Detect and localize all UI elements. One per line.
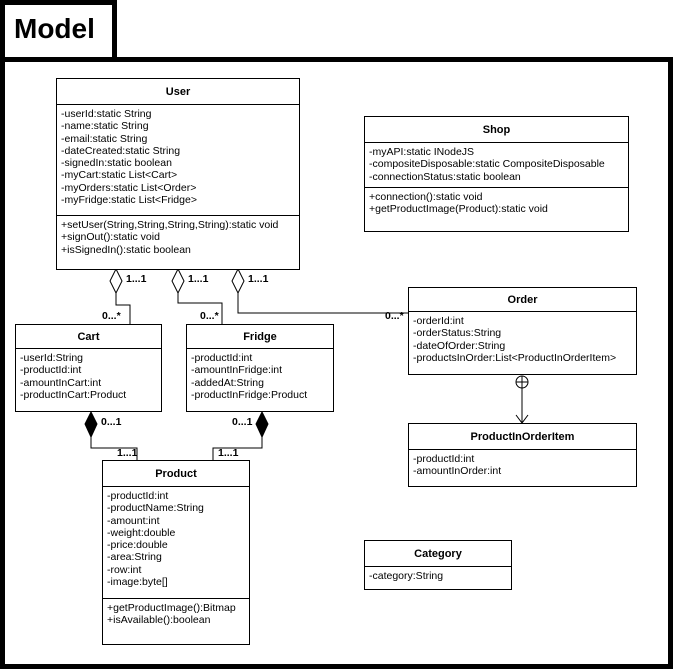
attribute: -productsInOrder:List<ProductInOrderItem… (413, 351, 617, 364)
attribute: -productId:int (191, 352, 253, 364)
model-tab: Model (0, 0, 117, 62)
class-shop[interactable]: Shop -myAPI:static INodeJS -compositeDis… (364, 116, 629, 232)
attribute: -area:String (107, 551, 162, 564)
class-attributes: -productId:int -amountInFridge:int -adde… (187, 349, 333, 401)
attribute: -amountInFridge:int (191, 364, 283, 377)
user-fridge-line (177, 293, 223, 324)
attribute: -orderStatus:String (413, 327, 502, 340)
attribute: -productId:int (107, 490, 169, 502)
attribute: -productId:int (413, 453, 475, 465)
class-name: Fridge (187, 325, 333, 349)
attribute: -connectionStatus:static boolean (369, 170, 521, 183)
class-methods: +connection():static void +getProductIma… (365, 188, 628, 216)
attribute: -amountInOrder:int (413, 465, 502, 478)
class-category[interactable]: Category -category:String (364, 540, 512, 590)
user-cart-source-mult: 1...1 (126, 273, 147, 285)
attribute: -amount:int (107, 514, 160, 527)
attribute: -myOrders:static List<Order> (61, 181, 197, 194)
attribute: -productId:int (20, 364, 82, 377)
user-fridge-source-mult: 1...1 (188, 273, 209, 285)
attribute: -myFridge:static List<Fridge> (61, 194, 197, 207)
class-name: Product (103, 461, 249, 487)
attribute: -productInFridge:Product (191, 388, 308, 401)
method: +getProductImage(Product):static void (369, 203, 548, 216)
attribute: -image:byte[] (107, 576, 168, 589)
cart-product-target-mult: 1...1 (117, 447, 138, 459)
attribute: -userId:String (20, 352, 84, 364)
method: +isAvailable():boolean (107, 614, 211, 627)
cart-product-source-mult: 0...1 (101, 416, 122, 428)
class-fridge[interactable]: Fridge -productId:int -amountInFridge:in… (186, 324, 334, 412)
cart-product-line (90, 437, 138, 460)
class-order[interactable]: Order -orderId:int -orderStatus:String -… (408, 287, 637, 375)
attribute: -myAPI:static INodeJS (369, 146, 475, 158)
attribute: -weight:double (107, 526, 176, 539)
attribute: -userId:static String (61, 108, 152, 120)
fridge-product-target-mult: 1...1 (218, 447, 239, 459)
user-cart-aggregation-diamond (109, 267, 123, 295)
class-name: User (57, 79, 299, 105)
class-attributes: -category:String (365, 567, 511, 582)
class-attributes: -productId:int -amountInOrder:int (409, 450, 636, 478)
class-methods: +setUser(String,String,String,String):st… (57, 216, 299, 256)
user-order-target-mult: 0...* (385, 310, 404, 322)
cart-product-composition-diamond (84, 410, 98, 439)
attribute: -dateOfOrder:String (413, 339, 506, 352)
attribute: -category:String (369, 570, 444, 582)
user-fridge-aggregation-diamond (171, 267, 185, 295)
user-cart-target-mult: 0...* (102, 310, 121, 322)
user-order-source-mult: 1...1 (248, 273, 269, 285)
attribute: -addedAt:String (191, 376, 264, 389)
fridge-product-source-mult: 0...1 (232, 416, 253, 428)
user-order-line (237, 293, 408, 314)
method: +connection():static void (369, 191, 483, 203)
attribute: -row:int (107, 563, 142, 576)
class-attributes: -userId:String -productId:int -amountInC… (16, 349, 161, 401)
method: +isSignedIn():static boolean (61, 243, 191, 256)
attribute: -productName:String (107, 502, 204, 515)
attribute: -productInCart:Product (20, 388, 127, 401)
class-name: Category (365, 541, 511, 567)
attribute: -orderId:int (413, 315, 464, 327)
class-attributes: -userId:static String -name:static Strin… (57, 105, 299, 216)
fridge-product-line (212, 437, 263, 460)
class-attributes: -myAPI:static INodeJS -compositeDisposab… (365, 143, 628, 188)
fridge-product-composition-diamond (255, 410, 269, 439)
class-user[interactable]: User -userId:static String -name:static … (56, 78, 300, 270)
attribute: -name:static String (61, 120, 149, 133)
method: +getProductImage():Bitmap (107, 602, 236, 614)
class-product[interactable]: Product -productId:int -productName:Stri… (102, 460, 250, 645)
class-attributes: -orderId:int -orderStatus:String -dateOf… (409, 312, 636, 364)
class-name: Order (409, 288, 636, 312)
method: +setUser(String,String,String,String):st… (61, 219, 279, 231)
attribute: -signedIn:static boolean (61, 157, 172, 170)
attribute: -price:double (107, 539, 168, 552)
class-name: Shop (365, 117, 628, 143)
class-methods: +getProductImage():Bitmap +isAvailable()… (103, 599, 249, 627)
user-order-aggregation-diamond (231, 267, 245, 295)
attribute: -compositeDisposable:static CompositeDis… (369, 158, 605, 171)
class-name: ProductInOrderItem (409, 424, 636, 450)
panel-title: Model (14, 13, 95, 44)
class-name: Cart (16, 325, 161, 349)
class-cart[interactable]: Cart -userId:String -productId:int -amou… (15, 324, 162, 412)
class-attributes: -productId:int -productName:String -amou… (103, 487, 249, 599)
attribute: -myCart:static List<Cart> (61, 169, 178, 182)
class-product-in-order-item[interactable]: ProductInOrderItem -productId:int -amoun… (408, 423, 637, 487)
attribute: -amountInCart:int (20, 376, 102, 389)
user-cart-line (115, 293, 131, 324)
attribute: -dateCreated:static String (61, 144, 181, 157)
method: +signOut():static void (61, 231, 160, 244)
user-fridge-target-mult: 0...* (200, 310, 219, 322)
attribute: -email:static String (61, 132, 148, 145)
model-panel (0, 57, 673, 669)
